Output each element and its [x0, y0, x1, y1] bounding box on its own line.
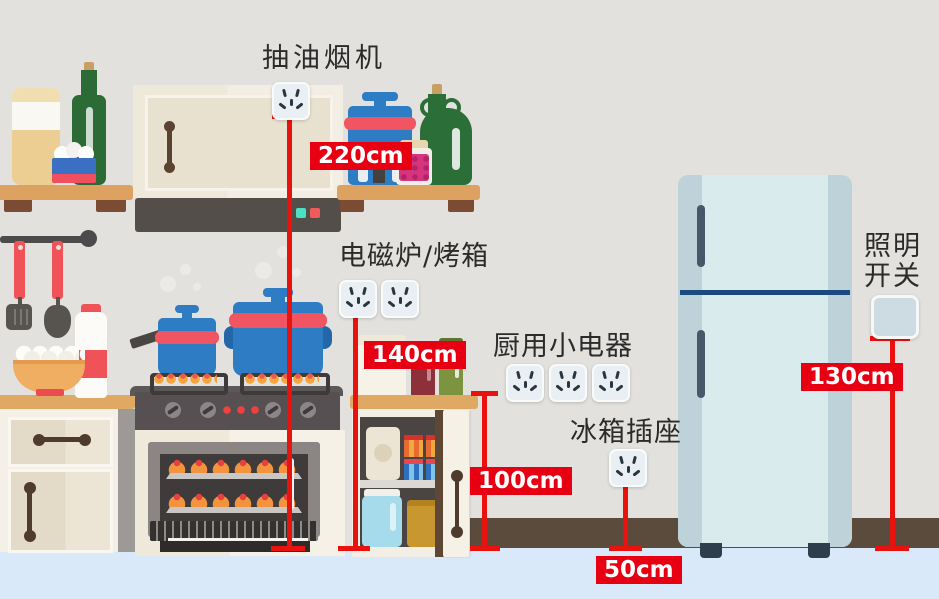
measure-line-220 — [287, 116, 292, 551]
oven-base — [160, 541, 310, 552]
power-socket-icon-fridge — [609, 449, 647, 487]
burner-flames — [153, 372, 217, 385]
light-switch-icon — [871, 295, 919, 339]
steam — [160, 276, 176, 292]
oven-rack — [166, 473, 302, 479]
cabinet-door — [8, 469, 113, 553]
power-socket-icon-cooktop-2 — [381, 280, 419, 318]
stove-top — [130, 386, 343, 396]
height-badge-50: 50cm — [596, 556, 682, 585]
label-light-switch: 照明 开关 — [864, 231, 922, 292]
power-socket-icon-small-appliance-3 — [592, 364, 630, 402]
fridge — [678, 175, 852, 547]
height-badge-220: 220cm — [310, 142, 412, 171]
utensil-rail-end — [80, 230, 97, 247]
left-shelf-bracket — [4, 198, 32, 212]
left-counter — [0, 395, 135, 409]
measure-line-50 — [623, 481, 628, 551]
power-socket-icon-cooktop-1 — [339, 280, 377, 318]
stove-body — [135, 392, 340, 430]
pantry-counter — [350, 395, 478, 409]
drawer-front — [8, 417, 113, 467]
hood-light-red — [310, 208, 320, 218]
pantry-shelf — [360, 480, 452, 488]
hood-light-teal — [296, 208, 306, 218]
right-shelf-bracket — [340, 198, 364, 212]
stove-side-panel — [118, 409, 135, 552]
stove-indicator-dots — [223, 406, 263, 414]
flour-sack — [366, 427, 400, 480]
fridge-handle-bottom — [697, 330, 705, 398]
egg-box — [52, 142, 96, 184]
range-hood — [135, 198, 341, 232]
power-socket-icon-small-appliance-1 — [506, 364, 544, 402]
measure-line-130 — [890, 338, 895, 551]
cabinet-handle — [167, 125, 172, 167]
height-badge-130: 130cm — [801, 363, 903, 392]
label-small-appliances: 厨用小电器 — [493, 331, 633, 362]
fridge-handle-top — [697, 205, 705, 267]
large-pot — [224, 288, 332, 376]
oven-food-top — [168, 458, 300, 474]
pantry-box — [404, 435, 423, 457]
stove-knob — [165, 402, 181, 418]
left-base-cabinet — [0, 409, 118, 553]
small-pot — [125, 302, 220, 376]
label-cooktop-oven: 电磁炉/烤箱 — [339, 241, 490, 272]
utensil-rail — [0, 236, 86, 243]
power-socket-icon-range-hood — [272, 82, 310, 120]
left-shelf-board — [0, 185, 133, 200]
power-socket-icon-small-appliance-2 — [549, 364, 587, 402]
height-badge-140: 140cm — [364, 341, 466, 370]
height-badge-100: 100cm — [470, 467, 572, 496]
measure-line-140 — [353, 312, 358, 551]
label-fridge-socket: 冰箱插座 — [570, 417, 682, 448]
fridge-foot — [700, 543, 722, 558]
oven-vent-grille — [150, 521, 318, 541]
left-shelf-bracket — [96, 198, 126, 212]
ladle — [44, 240, 72, 338]
right-shelf-board — [337, 185, 480, 200]
spatula — [6, 240, 34, 330]
fridge-door-divider — [680, 290, 850, 295]
pantry-open-door — [435, 410, 472, 557]
egg-bowl — [13, 340, 87, 397]
blue-jar — [362, 489, 402, 547]
label-range-hood: 抽油烟机 — [262, 43, 386, 74]
